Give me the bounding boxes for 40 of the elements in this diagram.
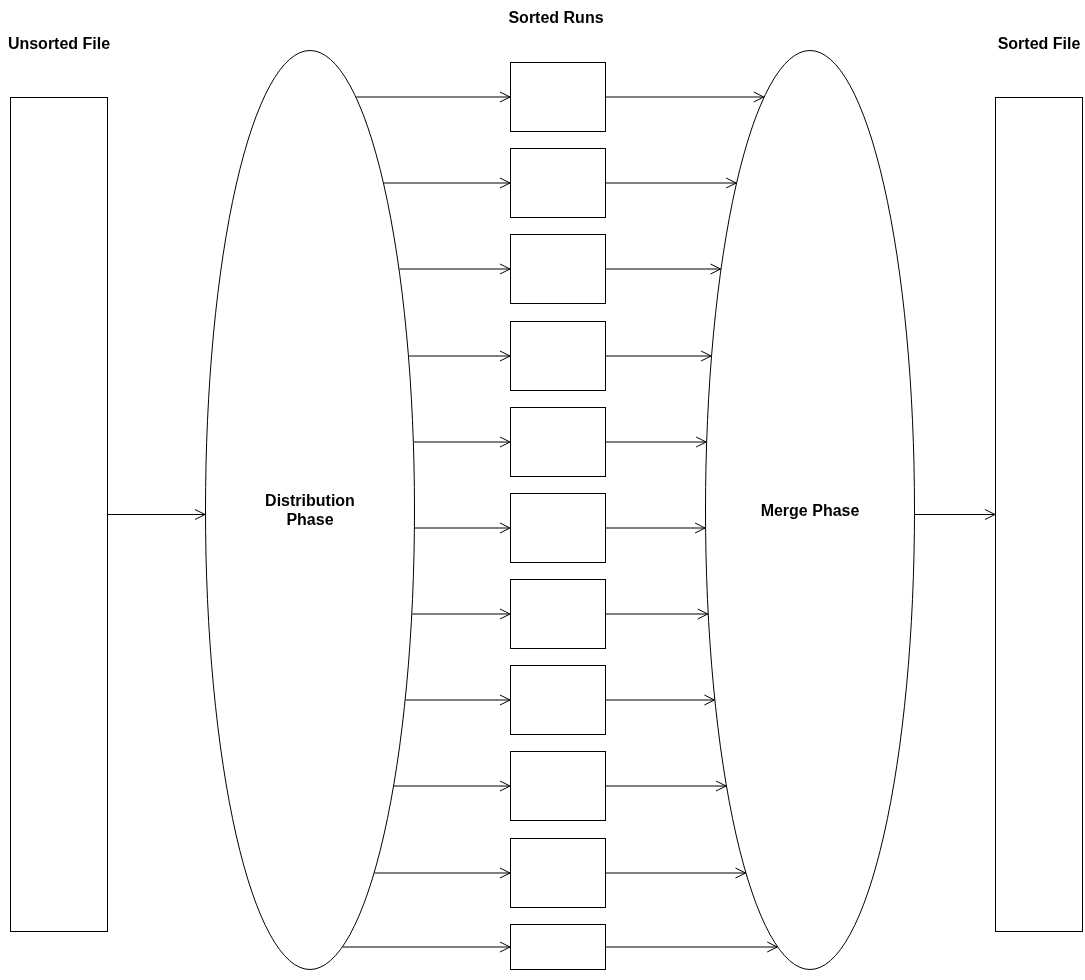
- run-box: [510, 579, 606, 649]
- run-box: [510, 751, 606, 821]
- arrow: [605, 436, 707, 448]
- run-box: [510, 407, 606, 477]
- arrow: [605, 177, 737, 189]
- arrow: [605, 780, 727, 792]
- arrow: [374, 867, 511, 879]
- arrow: [605, 694, 715, 706]
- file-label: Unsorted File: [6, 34, 112, 53]
- arrow: [605, 91, 765, 103]
- phase-label: Merge Phase: [759, 500, 861, 520]
- arrow: [408, 350, 511, 362]
- run-box: [510, 493, 606, 563]
- arrow: [342, 941, 511, 953]
- arrow: [383, 177, 511, 189]
- file-label: Sorted File: [996, 34, 1082, 53]
- arrow: [605, 263, 722, 275]
- arrow: [914, 509, 996, 520]
- arrow: [413, 436, 511, 448]
- arrow: [411, 608, 511, 620]
- run-box: [510, 234, 606, 304]
- run-box: [510, 665, 606, 735]
- arrow: [414, 522, 511, 534]
- arrow: [398, 263, 511, 275]
- run-box: [510, 148, 606, 218]
- arrow: [107, 509, 206, 520]
- arrow: [605, 941, 778, 953]
- run-box: [510, 924, 606, 970]
- run-box: [510, 321, 606, 391]
- arrow: [405, 694, 511, 706]
- run-box: [510, 838, 606, 908]
- arrow: [605, 867, 746, 879]
- run-box: [510, 62, 606, 132]
- arrow: [355, 91, 511, 103]
- column-heading: Sorted Runs: [507, 8, 605, 27]
- arrow: [605, 350, 712, 362]
- arrow: [393, 780, 511, 792]
- arrow: [605, 608, 709, 620]
- arrow: [605, 522, 706, 534]
- phase-label: Distribution Phase: [264, 491, 356, 529]
